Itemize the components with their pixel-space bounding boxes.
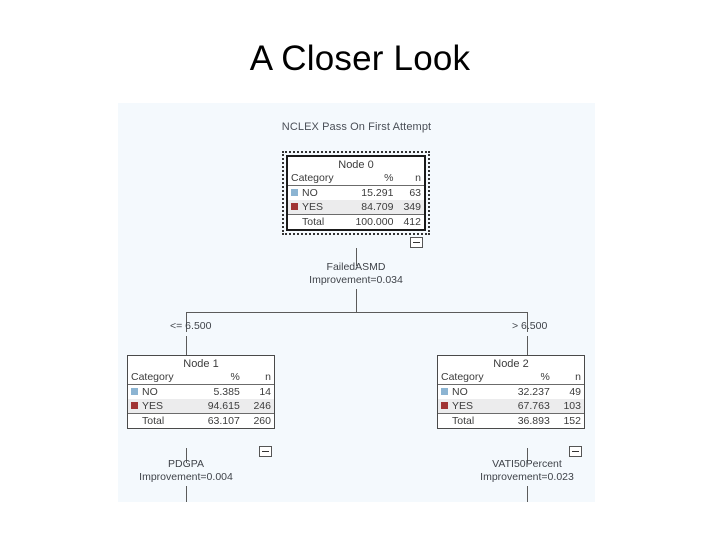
legend-swatch-yes-icon (131, 402, 138, 409)
column-header-category: Category (128, 371, 193, 385)
column-header-n: n (552, 371, 584, 385)
node-1-total-label: Total (128, 413, 193, 428)
node-1-row-1-label: YES (142, 400, 164, 412)
split-node1-variable: PDGPA (168, 458, 204, 470)
split-root-variable: FailedASMD (326, 261, 386, 273)
node-1-collapse-minus-icon[interactable] (259, 446, 272, 457)
tree-caption: NCLEX Pass On First Attempt (281, 121, 432, 133)
node-0-row-0-label: NO (302, 187, 318, 199)
split-node2-variable: VATI50Percent (492, 458, 562, 470)
connector-node1-down (186, 486, 187, 502)
column-header-percent: % (502, 371, 553, 385)
table-row: NO 15.291 63 (288, 186, 424, 201)
node-2-total-label: Total (438, 413, 503, 428)
node-1-row-1-pct: 94.615 (192, 399, 243, 414)
node-2-row-0-n: 49 (569, 386, 581, 398)
legend-swatch-no-icon (131, 388, 138, 395)
branch-label-left: <= 6.500 (170, 320, 212, 332)
node-1-total-pct: 63.107 (192, 413, 243, 428)
connector-node2-down (527, 486, 528, 502)
node-0-table: Category % n NO 15.291 63 YES 84.709 349… (288, 172, 424, 229)
node-0-total-label: Total (288, 214, 345, 229)
column-header-category: Category (288, 172, 345, 186)
node-0-row-1-n: 349 (396, 200, 424, 215)
table-row: NO 5.385 14 (128, 385, 274, 400)
node-0-row-1-pct: 84.709 (344, 200, 397, 215)
column-header-category: Category (438, 371, 503, 385)
tree-node-2[interactable]: Node 2 Category % n NO 32.237 49 YES 67.… (437, 355, 585, 429)
table-row: NO 32.237 49 (438, 385, 584, 400)
split-label-root: FailedASMD Improvement=0.034 (256, 261, 456, 287)
node-1-header-row: Category % n (128, 371, 274, 385)
node-2-row-1-n: 103 (552, 399, 584, 414)
node-2-row-0-pct: 32.237 (517, 386, 550, 398)
node-0-total-n: 412 (396, 214, 424, 229)
table-row: YES 67.763 103 (438, 399, 584, 414)
legend-swatch-yes-icon (441, 402, 448, 409)
node-2-total-n: 152 (552, 413, 584, 428)
node-1-row-0-n: 14 (259, 386, 271, 398)
table-row-total: Total 100.000 412 (288, 214, 424, 229)
node-0-total-pct: 100.000 (344, 214, 397, 229)
node-1-total-n: 260 (242, 413, 274, 428)
node-2-table: Category % n NO 32.237 49 YES 67.763 103… (438, 371, 584, 428)
node-0-header-row: Category % n (288, 172, 424, 186)
node-1-title: Node 1 (183, 358, 219, 370)
tree-node-1[interactable]: Node 1 Category % n NO 5.385 14 YES 94.6… (127, 355, 275, 429)
connector-split-bar (186, 312, 527, 313)
table-row-total: Total 36.893 152 (438, 413, 584, 428)
node-0-row-0-pct: 15.291 (361, 187, 394, 199)
node-1-table: Category % n NO 5.385 14 YES 94.615 246 … (128, 371, 274, 428)
connector-left-drop-b (186, 336, 187, 355)
legend-swatch-yes-icon (291, 203, 298, 210)
column-header-percent: % (344, 172, 397, 186)
connector-left-drop-a (186, 312, 187, 332)
connector-node2-stem (527, 448, 528, 463)
node-2-row-0-label: NO (452, 386, 468, 398)
split-label-node1: PDGPA Improvement=0.004 (118, 458, 286, 484)
tree-node-0[interactable]: Node 0 Category % n NO 15.291 63 YES 84.… (282, 151, 430, 235)
column-header-percent: % (192, 371, 243, 385)
connector-right-drop-b (527, 336, 528, 355)
node-1-row-0-label: NO (142, 386, 158, 398)
connector-node1-stem (186, 448, 187, 463)
node-1-row-1-n: 246 (242, 399, 274, 414)
node-1-row-0-pct: 5.385 (213, 386, 240, 398)
node-2-row-1-label: YES (452, 400, 474, 412)
branch-label-right: > 6.500 (512, 320, 548, 332)
table-row-total: Total 63.107 260 (128, 413, 274, 428)
legend-swatch-no-icon (441, 388, 448, 395)
table-row: YES 94.615 246 (128, 399, 274, 414)
node-2-collapse-minus-icon[interactable] (569, 446, 582, 457)
page-title: A Closer Look (249, 39, 471, 78)
split-node1-improvement: Improvement=0.004 (139, 471, 233, 483)
split-node2-improvement: Improvement=0.023 (480, 471, 574, 483)
node-2-total-pct: 36.893 (502, 413, 553, 428)
node-0-row-1-label: YES (302, 201, 324, 213)
connector-root-stem (356, 248, 357, 266)
node-2-row-1-pct: 67.763 (502, 399, 553, 414)
split-label-node2: VATI50Percent Improvement=0.023 (427, 458, 595, 484)
node-0-title: Node 0 (338, 159, 374, 171)
node-2-title: Node 2 (493, 358, 529, 370)
node-0-row-0-n: 63 (409, 187, 421, 199)
connector-right-drop-a (527, 312, 528, 332)
decision-tree-image: NCLEX Pass On First Attempt Node 0 Categ… (118, 103, 595, 502)
column-header-n: n (396, 172, 424, 186)
legend-swatch-no-icon (291, 189, 298, 196)
node-2-header-row: Category % n (438, 371, 584, 385)
connector-root-down (356, 289, 357, 312)
split-root-improvement: Improvement=0.034 (309, 274, 403, 286)
table-row: YES 84.709 349 (288, 200, 424, 215)
node-0-collapse-minus-icon[interactable] (410, 237, 423, 248)
column-header-n: n (242, 371, 274, 385)
